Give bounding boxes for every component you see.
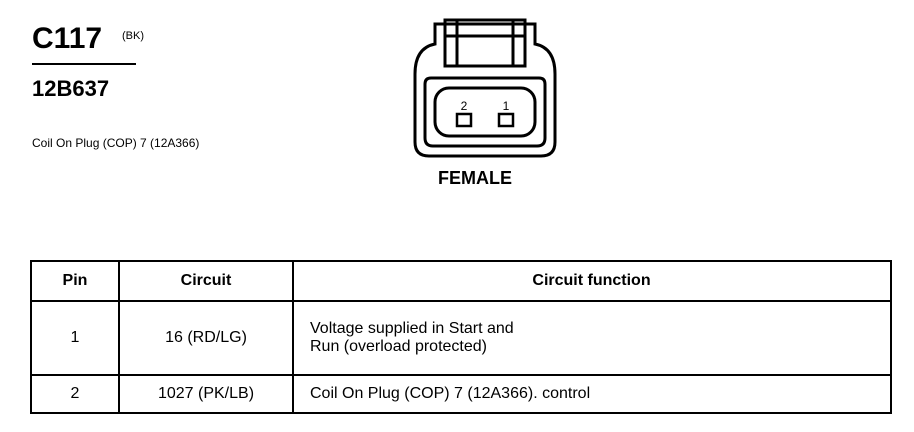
circuit-code: 1027 (PK/LB): [118, 374, 294, 414]
pin-2-terminal: [455, 112, 473, 128]
pin-2-label: 2: [461, 99, 468, 113]
header-circuit-function: Circuit function: [292, 260, 892, 302]
circuit-code: 16 (RD/LG): [118, 300, 294, 376]
connector-gender-label: FEMALE: [438, 168, 512, 188]
connector-housing-outline: [413, 22, 557, 158]
title-underline: [32, 63, 136, 65]
header-pin: Pin: [30, 260, 120, 302]
part-number: 12B637: [32, 76, 110, 101]
pin-number: 1: [30, 300, 120, 376]
connector-face-diagram: 2 1: [413, 18, 557, 158]
connector-color-code: (BK): [122, 30, 144, 42]
locking-tab: [443, 18, 527, 68]
table-header-row: Pin Circuit Circuit function: [30, 260, 892, 302]
circuit-function-line: Run (overload protected): [310, 338, 487, 355]
pin-number: 2: [30, 374, 120, 414]
circuit-function: Voltage supplied in Start and Run (overl…: [292, 300, 892, 376]
pin-1-terminal: [497, 112, 515, 128]
connector-id: C117: [32, 22, 103, 55]
connector-description: Coil On Plug (COP) 7 (12A366): [32, 136, 200, 150]
table-row: 1 16 (RD/LG) Voltage supplied in Start a…: [30, 300, 892, 376]
circuit-function: Coil On Plug (COP) 7 (12A366). control: [292, 374, 892, 414]
pin-cavity: [433, 86, 537, 138]
circuit-function-line: Voltage supplied in Start and: [310, 320, 514, 337]
pin-table: Pin Circuit Circuit function 1 16 (RD/LG…: [30, 260, 892, 414]
table-row: 2 1027 (PK/LB) Coil On Plug (COP) 7 (12A…: [30, 374, 892, 414]
pin-1-label: 1: [503, 99, 510, 113]
connector-inner-frame: [423, 76, 547, 148]
header-circuit: Circuit: [118, 260, 294, 302]
